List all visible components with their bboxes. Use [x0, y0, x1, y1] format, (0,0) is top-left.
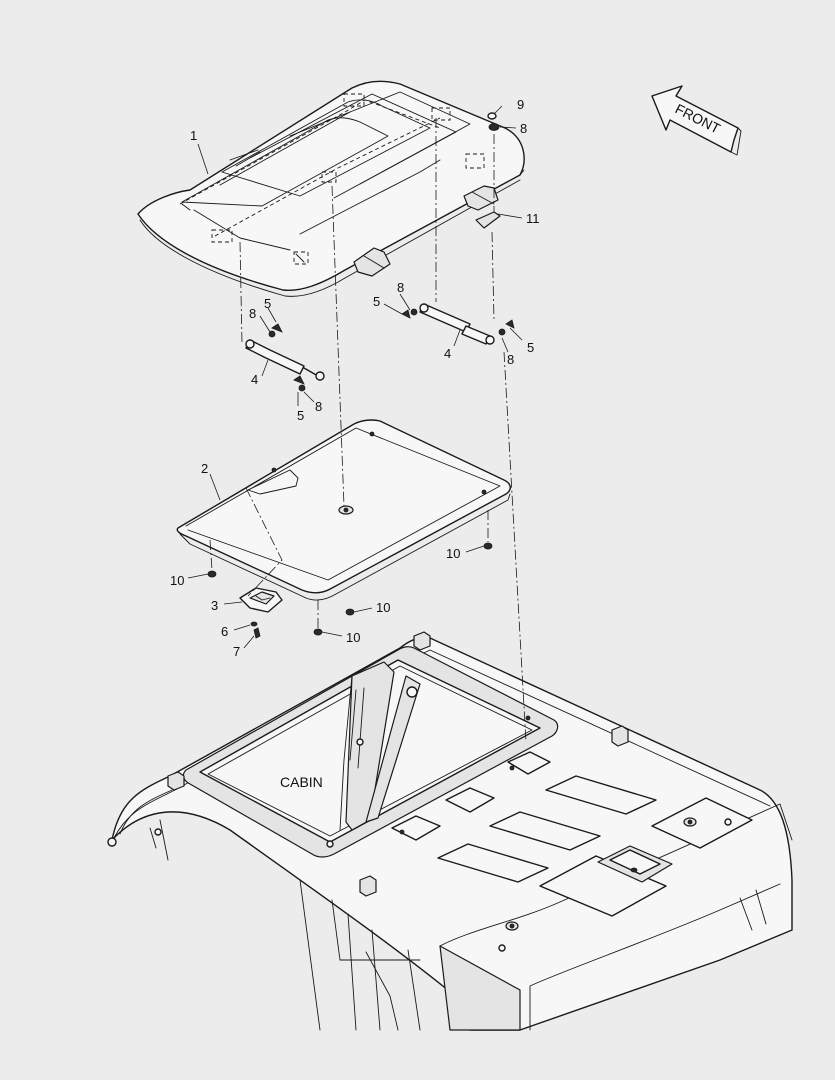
gas-strut-right [401, 303, 515, 345]
callout-1: 1 [190, 128, 197, 143]
callout-10-left: 10 [170, 573, 184, 588]
callout-8-upper-right: 8 [397, 280, 404, 295]
callout-5-upper-left: 5 [264, 296, 271, 311]
latch-handle [239, 587, 283, 639]
callout-5-lower-left: 5 [297, 408, 304, 423]
callout-8-top: 8 [520, 121, 527, 136]
gas-strut-left [245, 323, 325, 392]
callout-4-left: 4 [251, 372, 258, 387]
cap-and-washer-top [487, 112, 500, 131]
callout-4-right: 4 [444, 346, 451, 361]
callout-5-lower-right: 5 [527, 340, 534, 355]
front-arrow: FRONT [651, 85, 742, 156]
cabin-label: CABIN [280, 774, 323, 790]
callout-8-upper-left: 8 [249, 306, 256, 321]
roof-panel [137, 80, 525, 297]
assembly-center-lines [209, 118, 527, 743]
callout-6: 6 [221, 624, 228, 639]
callout-numbers: 1 2 3 4 4 5 5 5 5 6 7 8 8 8 8 8 9 10 10 … [170, 97, 540, 659]
callout-5-upper-right: 5 [373, 294, 380, 309]
callout-7: 7 [233, 644, 240, 659]
cabin-structure: CABIN [107, 631, 793, 1031]
callout-10-bottom: 10 [346, 630, 360, 645]
callout-8-lower-right: 8 [507, 352, 514, 367]
glass-panel [176, 419, 511, 636]
callout-11: 11 [526, 211, 540, 226]
callout-8-lower-left: 8 [315, 399, 322, 414]
callout-10-center: 10 [376, 600, 390, 615]
callout-leaders [187, 105, 523, 649]
callout-3: 3 [211, 598, 218, 613]
callout-9: 9 [517, 97, 524, 112]
callout-10-right: 10 [446, 546, 460, 561]
callout-2: 2 [201, 461, 208, 476]
